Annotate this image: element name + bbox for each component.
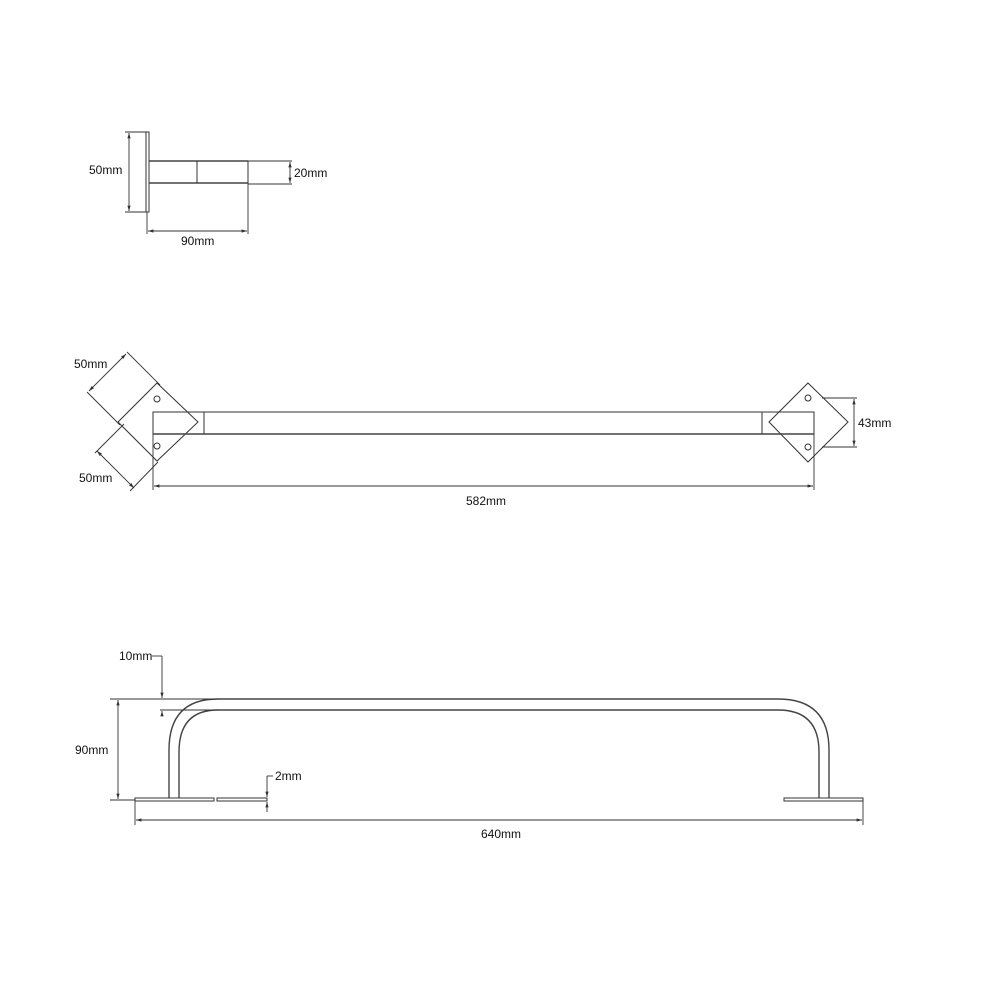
top-length-label: 640mm	[481, 827, 521, 841]
tube-inner	[178, 709, 820, 798]
top-depth-label: 90mm	[75, 743, 108, 757]
dim-plate-height	[125, 131, 146, 213]
dim-plate-thickness	[265, 775, 273, 812]
dim-tube-diameter	[152, 655, 218, 717]
front-plate-side-bottom-label: 50mm	[79, 471, 112, 485]
front-length-label: 582mm	[466, 494, 506, 508]
front-bar	[152, 411, 815, 435]
front-diagonal-height-label: 43mm	[858, 416, 891, 430]
tube-outer	[168, 698, 830, 798]
top-plate-thickness-label: 2mm	[275, 769, 302, 783]
front-view: 50mm 50mm 43mm 582mm	[74, 351, 891, 508]
front-plate-side-top-label: 50mm	[74, 357, 107, 371]
top-base-plates	[134, 797, 864, 802]
side-plate-height-label: 50mm	[89, 163, 122, 177]
side-bar-height-label: 20mm	[294, 166, 327, 180]
dim-front-length	[152, 434, 815, 490]
left-plate	[117, 382, 199, 462]
top-tube-diameter-label: 10mm	[119, 649, 152, 663]
dim-plate-diagonal-height	[822, 397, 857, 448]
dim-projection	[146, 183, 249, 234]
side-projection-label: 90mm	[181, 234, 214, 248]
right-plate	[768, 382, 849, 463]
dim-depth	[110, 698, 218, 801]
dim-plate-side-top	[86, 351, 161, 426]
dim-bar-height	[248, 160, 292, 185]
side-bar	[149, 160, 249, 184]
side-view: 50mm 20mm 90mm	[89, 131, 327, 248]
dim-top-length	[134, 801, 864, 825]
top-view: 10mm 2mm 90mm 640mm	[75, 649, 864, 841]
side-wall-plate	[145, 131, 150, 213]
